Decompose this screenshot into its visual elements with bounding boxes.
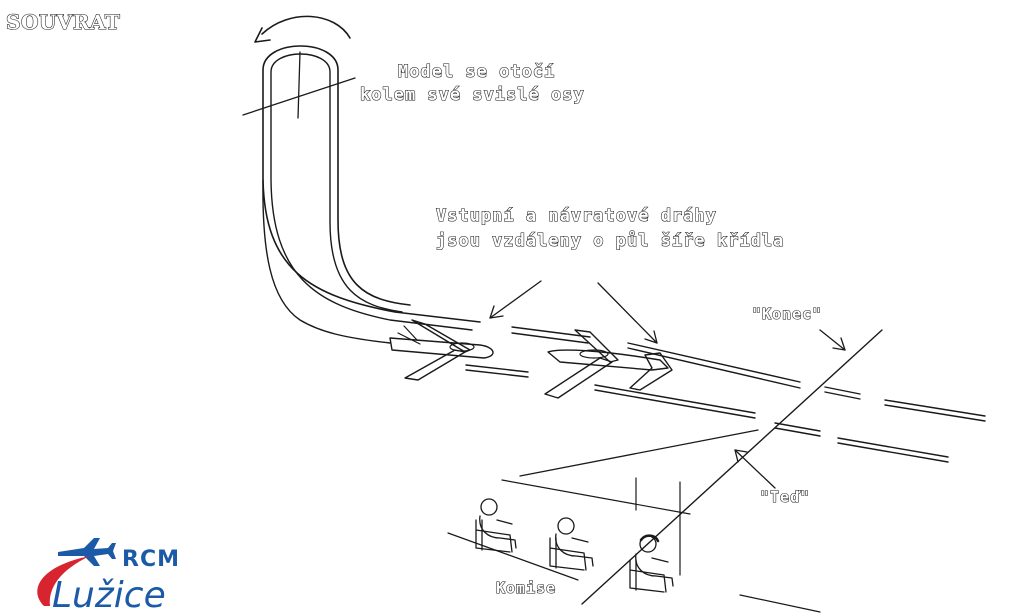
now-marker-line [447, 429, 821, 613]
airplane-logo-icon [58, 538, 116, 566]
tracks-note-line2: jsou vzdáleny o půl šíře křídla [436, 229, 784, 251]
track-lines [465, 326, 986, 463]
logo-swoosh [37, 556, 90, 606]
judges-label: Komise [496, 579, 556, 597]
diagram-title: SOUVRAT [6, 10, 120, 34]
rotate-note-line1: Model se otočí [398, 62, 555, 82]
judge-figure-2 [549, 517, 594, 571]
judge-figure-1 [475, 498, 517, 553]
rcm-luzice-logo: RCM Lužice [37, 538, 180, 614]
rotate-note-line2: kolem své svislé osy [360, 85, 585, 105]
logo-main-text: Lužice [52, 575, 166, 614]
tracks-pointer-arrows [489, 280, 658, 344]
logo-top-text: RCM [122, 547, 180, 572]
now-marker-label: "Teď" [760, 488, 810, 506]
rotation-arrow [254, 15, 351, 43]
aircraft-entry [389, 319, 494, 381]
flight-path [242, 45, 481, 344]
aircraft-return [544, 329, 673, 399]
judge-figure-3 [629, 534, 674, 593]
tracks-note-line1: Vstupní a návratové dráhy [436, 206, 717, 226]
end-marker-label: "Konec" [752, 305, 822, 323]
end-marker-line [581, 329, 883, 605]
